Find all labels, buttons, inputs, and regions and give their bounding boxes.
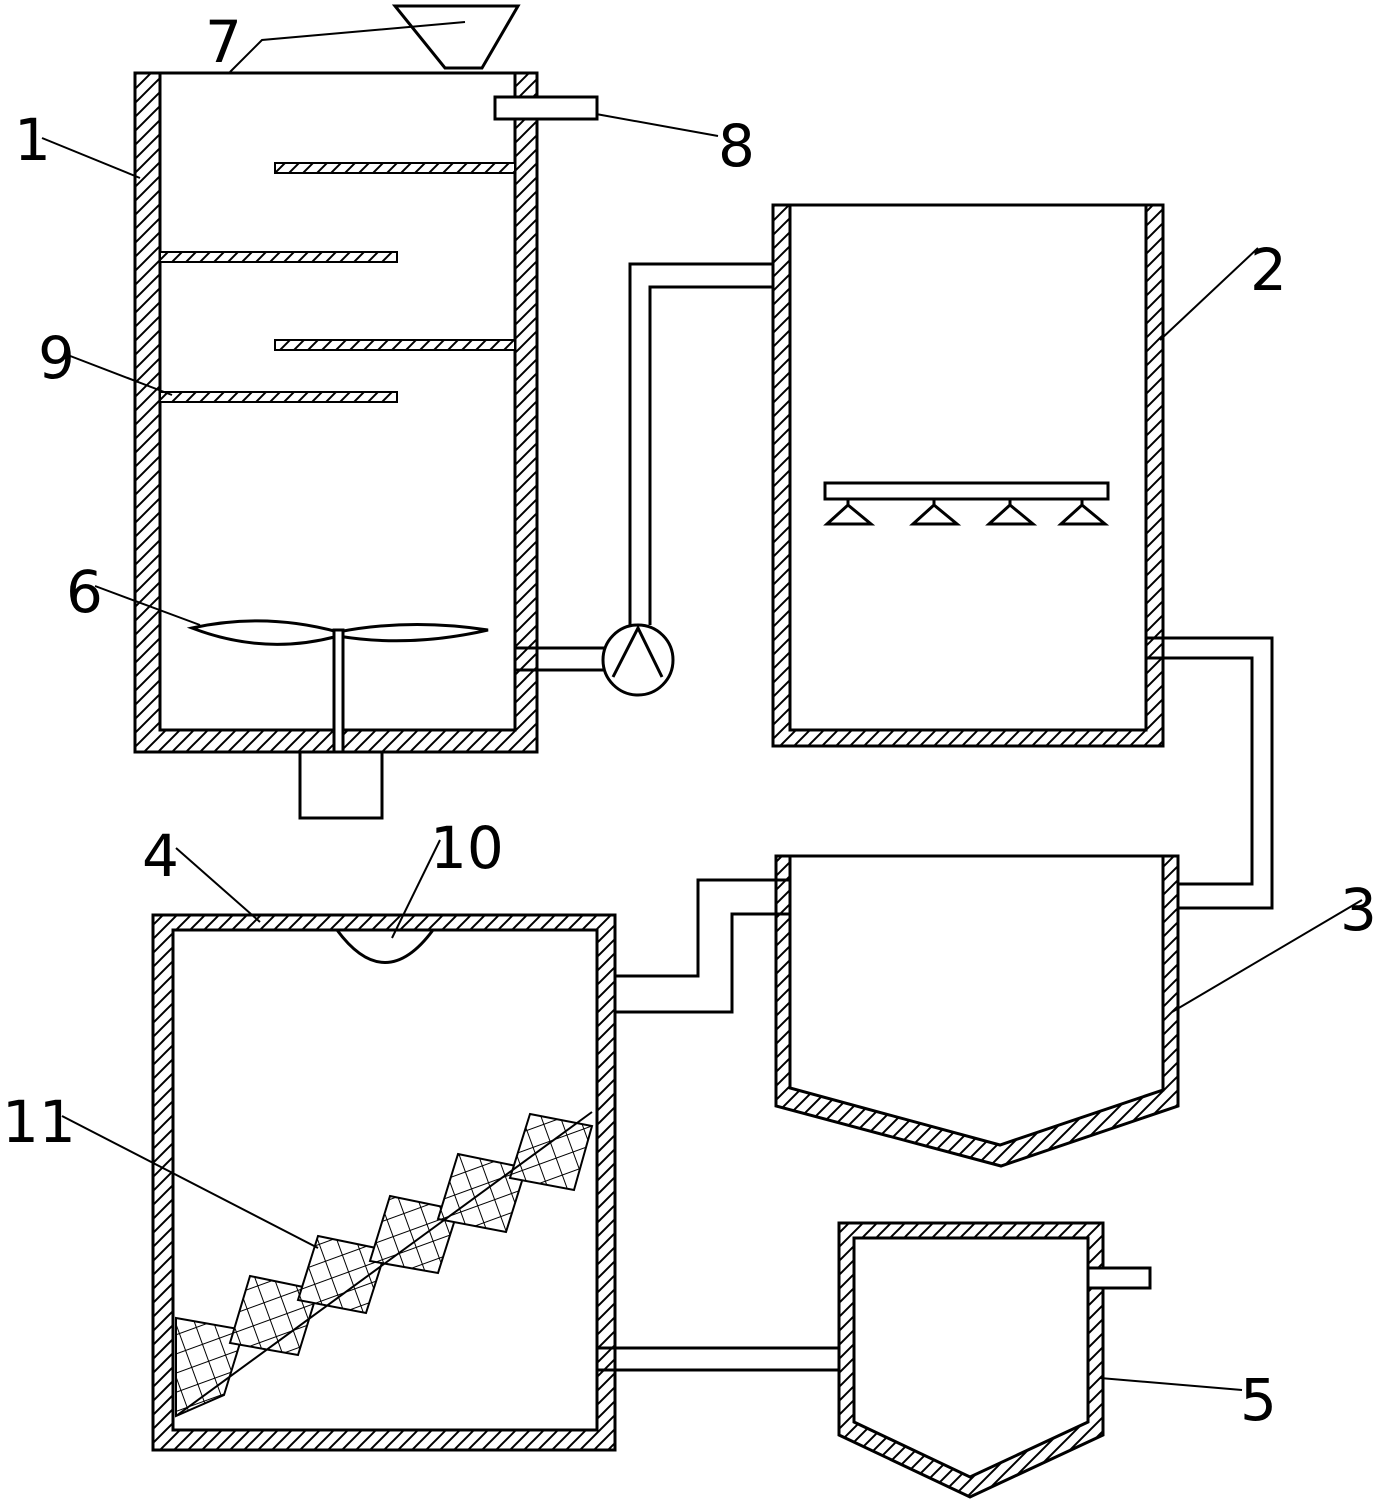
label-6: 6 xyxy=(66,558,103,626)
tank-2-wall xyxy=(771,203,1165,748)
label-9: 9 xyxy=(38,324,75,392)
spray-header xyxy=(823,481,1110,501)
tank-5-wall xyxy=(837,1221,1105,1499)
label-5: 5 xyxy=(1240,1366,1277,1434)
tank-1 xyxy=(133,4,599,820)
label-4: 4 xyxy=(142,822,179,890)
part-labels: 1 7 8 2 9 6 4 10 3 11 5 xyxy=(2,8,1377,1434)
spray-nozzles xyxy=(823,499,1110,526)
dome-cover xyxy=(335,929,435,964)
outlet-pipe xyxy=(493,95,599,121)
label-11: 11 xyxy=(2,1088,76,1156)
pump-assembly xyxy=(515,262,790,697)
tank-1-wall xyxy=(133,71,539,754)
label-8: 8 xyxy=(718,112,755,180)
label-3: 3 xyxy=(1340,876,1377,944)
tank-5 xyxy=(837,1221,1152,1499)
pipe-1-to-2 xyxy=(628,262,790,625)
pipe-3-to-4 xyxy=(597,878,790,1014)
tank-5-outlet xyxy=(1086,1266,1152,1290)
tank-4-wall xyxy=(151,913,617,1452)
agitator-blade xyxy=(186,619,489,646)
motor xyxy=(298,750,384,820)
baffle xyxy=(274,162,516,174)
label-1: 1 xyxy=(14,106,51,174)
label-10: 10 xyxy=(430,814,504,882)
pipe-2-to-3 xyxy=(1146,636,1274,910)
feed-hopper xyxy=(391,4,521,70)
agitator-shaft xyxy=(332,628,345,754)
tank-2 xyxy=(771,203,1165,748)
baffle xyxy=(159,251,398,263)
tank-4 xyxy=(151,913,617,1452)
pump-icon xyxy=(601,623,675,697)
leader-lines xyxy=(41,21,1363,1391)
label-2: 2 xyxy=(1250,236,1287,304)
tank-3 xyxy=(774,854,1180,1168)
baffle xyxy=(159,391,398,403)
pipe-4-to-5 xyxy=(597,1346,853,1372)
tank-3-wall xyxy=(774,854,1180,1168)
baffle xyxy=(274,339,516,351)
label-7: 7 xyxy=(205,8,242,76)
filter-mesh xyxy=(175,1111,594,1418)
